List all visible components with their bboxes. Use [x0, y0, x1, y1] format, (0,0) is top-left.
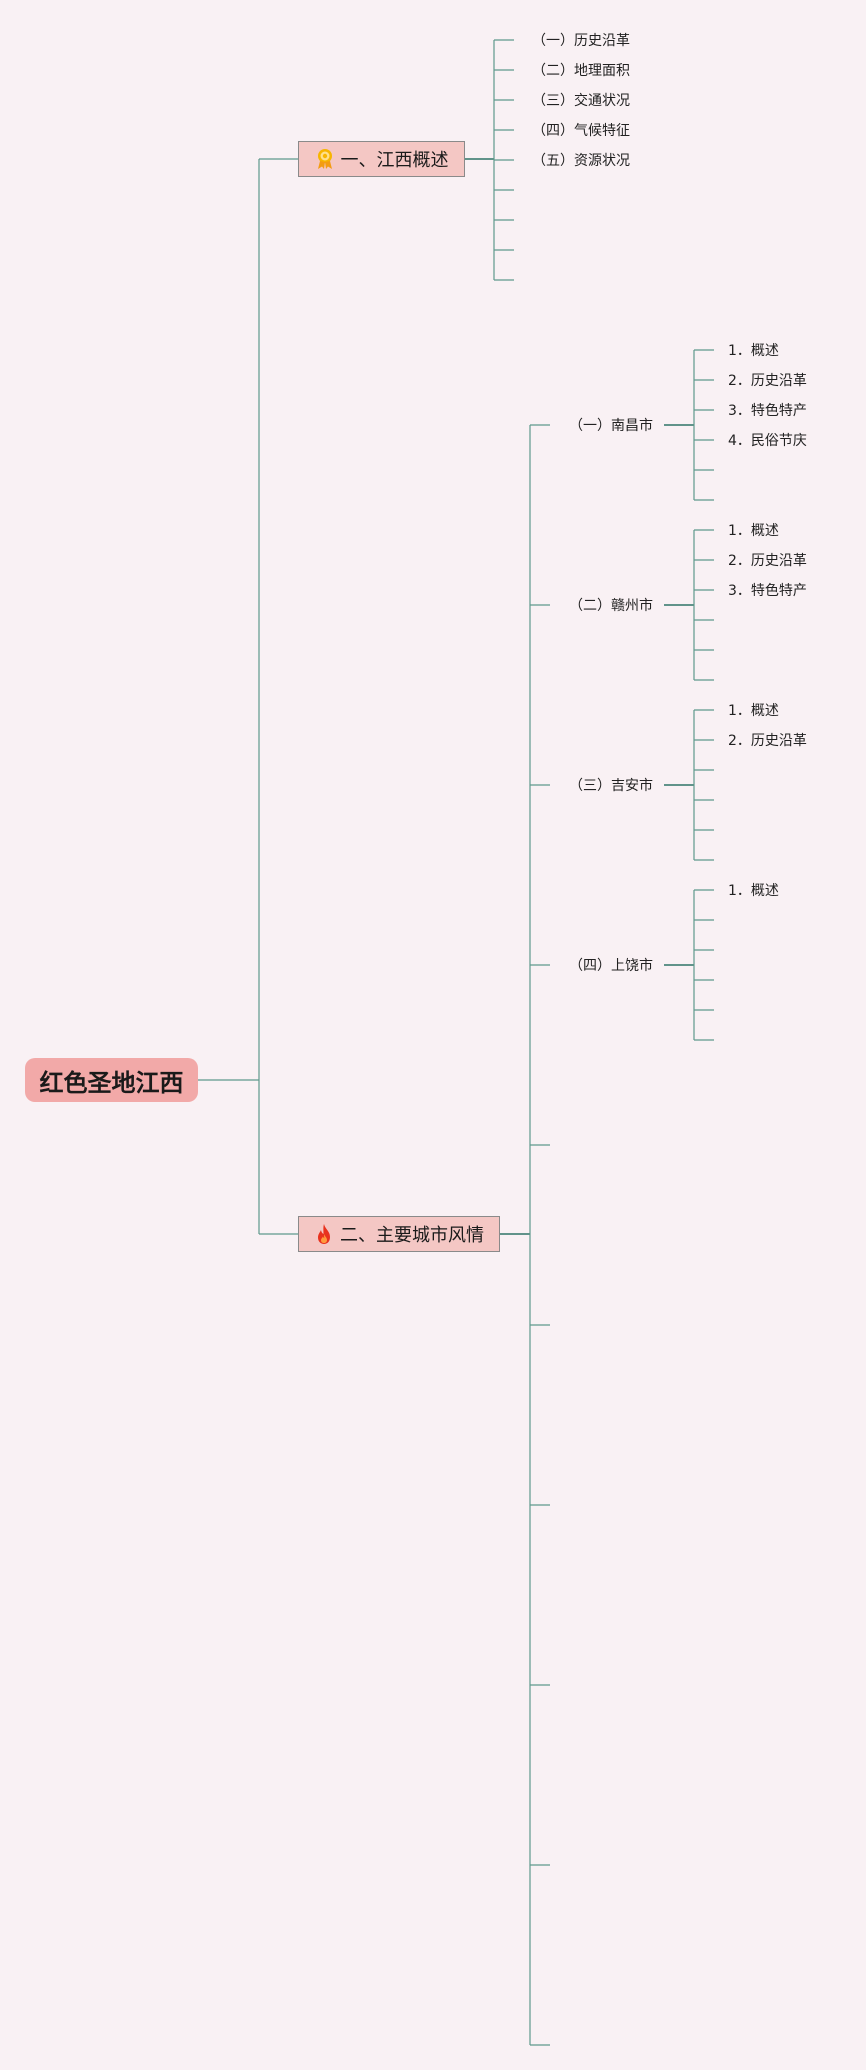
nanchang-item-specialties[interactable]: 3．特色特产 — [728, 403, 807, 419]
overview-item-climate[interactable]: （四）气候特征 — [532, 123, 630, 139]
city-node-nanchang[interactable]: （一）南昌市 — [569, 418, 653, 434]
ganzhou-item-overview[interactable]: 1．概述 — [728, 523, 779, 539]
branch-label: 二、主要城市风情 — [340, 1225, 484, 1246]
nanchang-item-history[interactable]: 2．历史沿革 — [728, 373, 807, 389]
overview-item-resources[interactable]: （五）资源状况 — [532, 153, 630, 169]
medal-icon — [315, 148, 335, 170]
ganzhou-item-specialties[interactable]: 3．特色特产 — [728, 583, 807, 599]
overview-item-geography[interactable]: （二）地理面积 — [532, 63, 630, 79]
city-node-ganzhou[interactable]: （二）赣州市 — [569, 598, 653, 614]
overview-item-transport[interactable]: （三）交通状况 — [532, 93, 630, 109]
root-node[interactable]: 红色圣地江西 — [25, 1058, 198, 1102]
nanchang-item-overview[interactable]: 1．概述 — [728, 343, 779, 359]
city-node-jian[interactable]: （三）吉安市 — [569, 778, 653, 794]
overview-item-history[interactable]: （一）历史沿革 — [532, 33, 630, 49]
jian-item-history[interactable]: 2．历史沿革 — [728, 733, 807, 749]
fire-icon — [314, 1223, 334, 1245]
branch-node-cities[interactable]: 二、主要城市风情 — [298, 1216, 500, 1252]
branch-label: 一、江西概述 — [340, 150, 449, 171]
shangrao-item-overview[interactable]: 1．概述 — [728, 883, 779, 899]
city-node-shangrao[interactable]: （四）上饶市 — [569, 958, 653, 974]
branch-node-overview[interactable]: 一、江西概述 — [298, 141, 465, 177]
ganzhou-item-history[interactable]: 2．历史沿革 — [728, 553, 807, 569]
nanchang-item-festivals[interactable]: 4．民俗节庆 — [728, 433, 807, 449]
jian-item-overview[interactable]: 1．概述 — [728, 703, 779, 719]
